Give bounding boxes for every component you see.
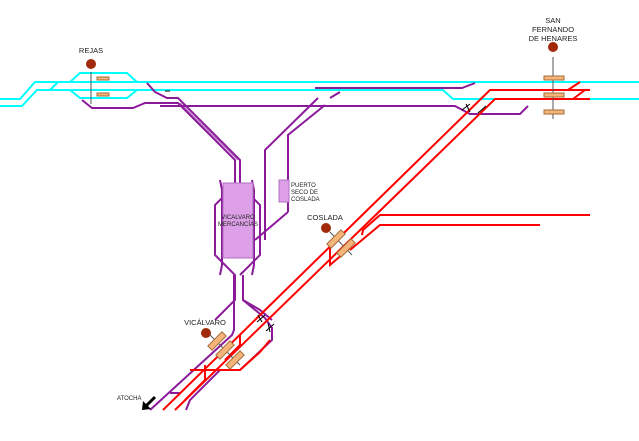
red-main-track-a <box>162 89 590 411</box>
station-label-line1: SAN <box>545 16 560 25</box>
purple-upper-diag <box>146 82 241 185</box>
crossing-mark <box>461 103 471 113</box>
station-axis <box>329 231 353 256</box>
platform-marker <box>543 109 565 115</box>
station-san-fernando[interactable]: SAN FERNANDO DE HENARES <box>529 16 578 119</box>
platform-marker <box>215 340 235 360</box>
arrow-southwest-icon <box>142 395 157 410</box>
station-dot-icon <box>321 223 331 233</box>
purple-inner-diag <box>179 102 239 161</box>
station-label-line3: DE HENARES <box>529 34 578 43</box>
cyan-track-lower <box>0 89 639 107</box>
cyan-lines <box>0 72 639 107</box>
yard-label-line1: PUERTO <box>291 183 316 189</box>
cyan-rejas-crossover <box>49 81 59 91</box>
direction-label: ATOCHA <box>117 396 141 402</box>
platform-marker <box>543 75 565 81</box>
station-coslada[interactable]: COSLADA <box>307 213 356 258</box>
purple-coslada-diag-a <box>264 97 319 240</box>
red-lines <box>162 81 590 411</box>
crossing-mark <box>477 105 487 114</box>
purple-lines <box>81 82 529 411</box>
yard-label-line2: SECO DE <box>291 190 318 196</box>
red-track-f <box>572 89 586 100</box>
cyan-rejas-loop-upper <box>69 72 138 83</box>
purple-down-left <box>149 275 235 411</box>
red-track-c <box>361 214 590 236</box>
red-track-d <box>349 224 540 251</box>
purple-right-branch-a <box>315 82 476 89</box>
crossing-mark <box>265 322 275 333</box>
yard-label-line3: COSLADA <box>291 197 320 203</box>
purple-down-right <box>185 275 273 411</box>
yard-block <box>278 179 290 203</box>
purple-vicalvaro-side <box>242 299 273 321</box>
crossing-marks <box>165 90 487 333</box>
station-label: REJAS <box>79 46 103 55</box>
yard-block <box>222 182 254 259</box>
red-track-g <box>567 81 581 91</box>
station-label: VICÁLVARO <box>184 318 226 327</box>
station-rejas[interactable]: REJAS <box>79 46 110 104</box>
purple-rejas-branch <box>81 99 236 185</box>
yard-label-line2: MERCANCÍAS <box>218 221 258 228</box>
red-main-track-b <box>174 98 590 411</box>
cyan-rejas-loop-lower <box>69 89 138 99</box>
yard-vicalvaro-mercancias: VICALVARO MERCANCÍAS <box>218 182 258 259</box>
purple-coslada-diag-c <box>329 91 341 99</box>
platform-marker <box>225 350 245 370</box>
station-dot-icon <box>201 328 211 338</box>
purple-mercancias-mid <box>219 179 223 276</box>
red-vicalvaro-b <box>184 365 206 401</box>
cyan-track-upper <box>0 81 639 100</box>
station-dot-icon <box>548 42 558 52</box>
direction-atocha: ATOCHA <box>117 395 157 410</box>
platform-marker <box>326 229 346 249</box>
platform-marker <box>207 331 227 351</box>
station-label: COSLADA <box>307 213 343 222</box>
station-vicalvaro[interactable]: VICÁLVARO <box>184 318 245 370</box>
platform-marker <box>96 76 110 81</box>
platform-marker <box>543 92 565 98</box>
purple-mercancias-left <box>214 184 236 321</box>
yard-puerto-seco: PUERTO SECO DE COSLADA <box>278 179 320 203</box>
yard-label-line1: VICALVARO <box>221 215 255 221</box>
station-label-line2: FERNANDO <box>532 25 574 34</box>
red-vicalvaro-a <box>190 339 271 371</box>
platform-marker <box>96 92 110 97</box>
crossing-mark <box>256 314 266 323</box>
platform-marker <box>336 238 356 258</box>
purple-puerto-seco-link <box>254 211 289 241</box>
station-dot-icon <box>86 59 96 69</box>
